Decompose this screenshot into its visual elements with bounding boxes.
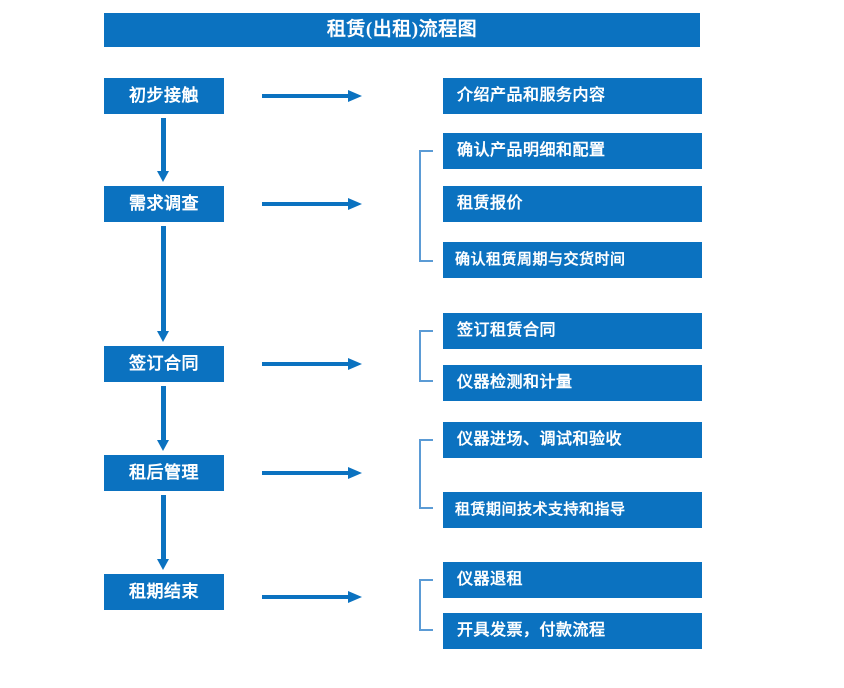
bracket-connector-3 bbox=[419, 439, 433, 509]
vertical-arrow-4 bbox=[157, 495, 169, 570]
stage-box-2[interactable]: 需求调查 bbox=[104, 186, 224, 222]
detail-box-8[interactable]: 租赁期间技术支持和指导 bbox=[443, 492, 702, 528]
stage-box-5[interactable]: 租期结束 bbox=[104, 574, 224, 610]
stage-box-3[interactable]: 签订合同 bbox=[104, 346, 224, 382]
horizontal-arrow-2 bbox=[262, 198, 362, 210]
detail-box-2[interactable]: 确认产品明细和配置 bbox=[443, 133, 702, 169]
bracket-connector-4 bbox=[419, 579, 433, 631]
horizontal-arrow-4 bbox=[262, 467, 362, 479]
detail-box-1[interactable]: 介绍产品和服务内容 bbox=[443, 78, 702, 114]
detail-box-4[interactable]: 确认租赁周期与交货时间 bbox=[443, 242, 702, 278]
bracket-connector-2 bbox=[419, 330, 433, 382]
detail-box-10[interactable]: 开具发票，付款流程 bbox=[443, 613, 702, 649]
horizontal-arrow-5 bbox=[262, 591, 362, 603]
horizontal-arrow-1 bbox=[262, 90, 362, 102]
detail-box-6[interactable]: 仪器检测和计量 bbox=[443, 365, 702, 401]
bracket-connector-1 bbox=[419, 150, 433, 262]
detail-box-9[interactable]: 仪器退租 bbox=[443, 562, 702, 598]
vertical-arrow-2 bbox=[157, 226, 169, 342]
page-title: 租赁(出租)流程图 bbox=[104, 13, 700, 47]
detail-box-3[interactable]: 租赁报价 bbox=[443, 186, 702, 222]
stage-box-1[interactable]: 初步接触 bbox=[104, 78, 224, 114]
horizontal-arrow-3 bbox=[262, 358, 362, 370]
stage-box-4[interactable]: 租后管理 bbox=[104, 455, 224, 491]
vertical-arrow-1 bbox=[157, 118, 169, 182]
vertical-arrow-3 bbox=[157, 386, 169, 451]
detail-box-5[interactable]: 签订租赁合同 bbox=[443, 313, 702, 349]
detail-box-7[interactable]: 仪器进场、调试和验收 bbox=[443, 422, 702, 458]
